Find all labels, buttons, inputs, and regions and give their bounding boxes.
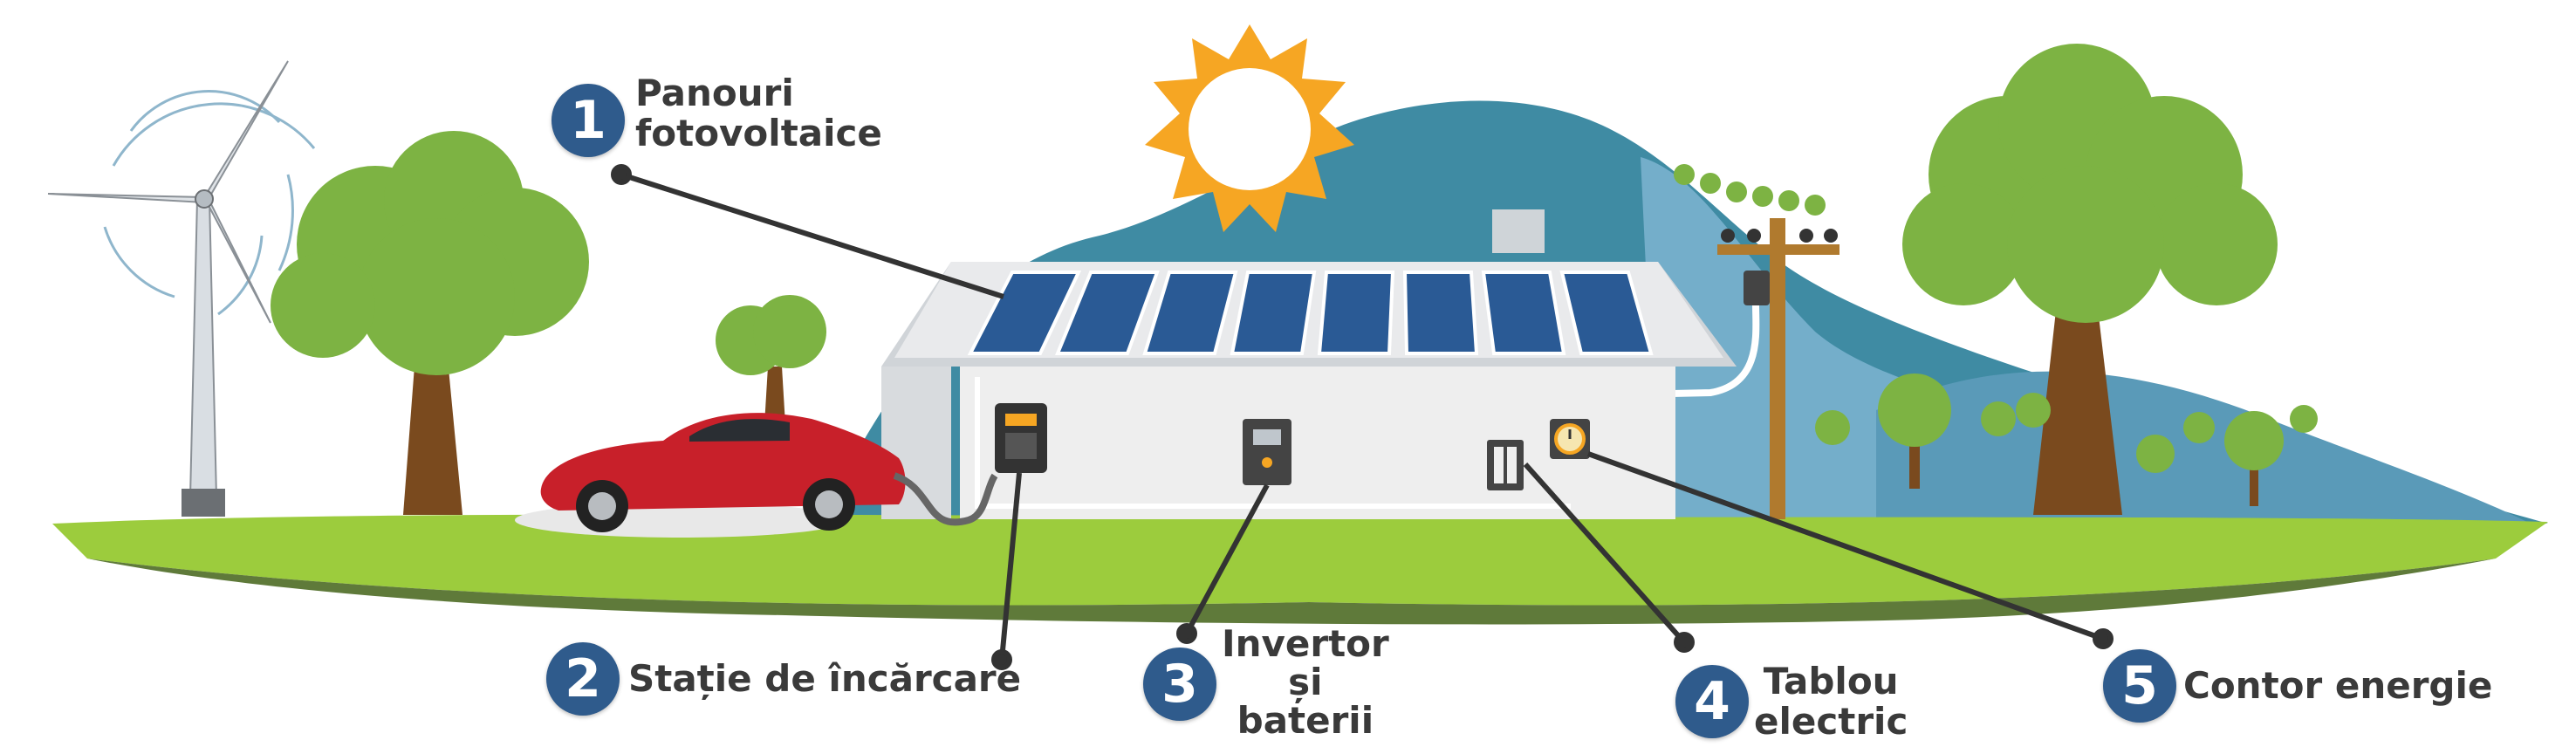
tree-icon xyxy=(2224,411,2284,506)
callout-electrical-panel: 4 Tablou electric xyxy=(1675,661,1908,742)
leader-lines xyxy=(611,164,2114,670)
utility-pole-icon xyxy=(1631,218,1840,519)
callout-charging-station: 2 Stație de încărcare xyxy=(546,642,1021,716)
callout-number-badge: 3 xyxy=(1143,648,1216,721)
callout-inverter-batteries: 3 Invertor și baterii xyxy=(1143,625,1389,740)
tree-icon xyxy=(1902,44,2278,515)
charging-cable xyxy=(893,472,998,526)
callout-label-solar-panels: Panouri fotovoltaice xyxy=(635,72,882,154)
charging-station-icon xyxy=(995,403,1047,473)
inverter-icon xyxy=(1243,419,1291,485)
callout-label-charging-station: Stație de încărcare xyxy=(628,657,1022,700)
sun-icon xyxy=(1145,24,1354,232)
callout-number-badge: 2 xyxy=(546,642,620,716)
solar-panels-icon xyxy=(967,271,1654,355)
callout-energy-meter: 5 Contor energie xyxy=(2103,649,2492,723)
callout-number-badge: 1 xyxy=(552,84,625,157)
callout-label-energy-meter: Contor energie xyxy=(2183,664,2493,707)
callout-number-badge: 5 xyxy=(2103,649,2176,723)
electric-car-icon xyxy=(515,413,906,538)
wind-turbine-icon xyxy=(47,60,316,517)
ground xyxy=(52,514,2548,625)
tree-icon xyxy=(1674,164,2318,473)
electrical-panel-icon xyxy=(1487,440,1524,490)
callout-number-badge: 4 xyxy=(1675,665,1749,738)
callout-label-electrical-panel: Tablou electric xyxy=(1754,660,1908,743)
tree-icon xyxy=(1878,374,1951,489)
energy-meter-icon xyxy=(1550,419,1590,459)
tree-icon xyxy=(271,131,589,515)
callout-solar-panels: 1 Panouri fotovoltaice xyxy=(552,73,882,157)
callout-label-inverter-batteries: Invertor și baterii xyxy=(1222,622,1389,742)
